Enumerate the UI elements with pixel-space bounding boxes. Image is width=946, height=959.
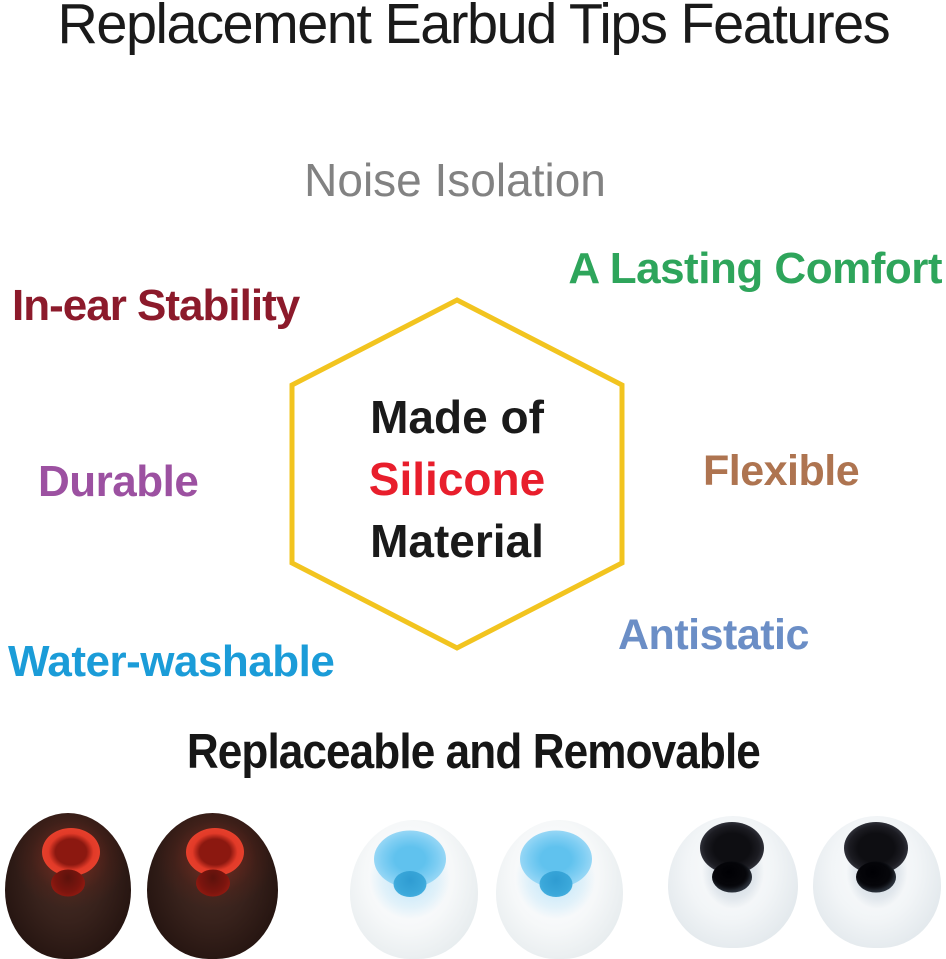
tip-core-red: [41, 828, 100, 877]
feature-label-noise-isolation: Noise Isolation: [304, 154, 606, 206]
tip-hole: [539, 870, 573, 897]
tip-hole: [393, 870, 427, 897]
feature-label-durable: Durable: [38, 457, 199, 506]
page-title: Replacement Earbud Tips Features: [0, 0, 946, 53]
tip-core-red: [186, 828, 245, 877]
feature-label-a-lasting-comfort: A Lasting Comfort: [568, 244, 942, 293]
page-title-text: Replacement Earbud Tips Features: [57, 0, 890, 56]
earbud-tip-photo-brown-red-2: [147, 813, 278, 959]
feature-label-water-washable: Water-washable: [8, 637, 335, 686]
tip-hole: [51, 869, 85, 897]
earbud-tip-photo-white-blue-2: [496, 820, 623, 959]
feature-label-antistatic: Antistatic: [618, 611, 809, 659]
hexagon-text-line-3: Material: [370, 515, 544, 567]
tip-hole: [195, 869, 230, 897]
earbud-tip-photo-white-black-2: [813, 816, 941, 948]
hexagon-text-line-2: Silicone: [368, 453, 546, 505]
feature-label-replaceable-removable-text: Replaceable and Removable: [186, 725, 760, 779]
earbud-tip-photo-white-blue-1: [350, 820, 478, 959]
feature-label-flexible: Flexible: [703, 447, 860, 495]
feature-label-in-ear-stability: In-ear Stability: [12, 281, 300, 330]
hexagon-text-line-1: Made of: [370, 391, 544, 443]
feature-label-replaceable-removable: Replaceable and Removable: [0, 728, 946, 777]
earbud-tip-photo-white-black-1: [668, 816, 798, 948]
earbud-tip-photo-brown-red-1: [5, 813, 131, 959]
hexagon-center-text: Made of Silicone Material: [369, 386, 545, 572]
tip-hole: [711, 861, 752, 893]
tip-hole: [855, 861, 896, 893]
